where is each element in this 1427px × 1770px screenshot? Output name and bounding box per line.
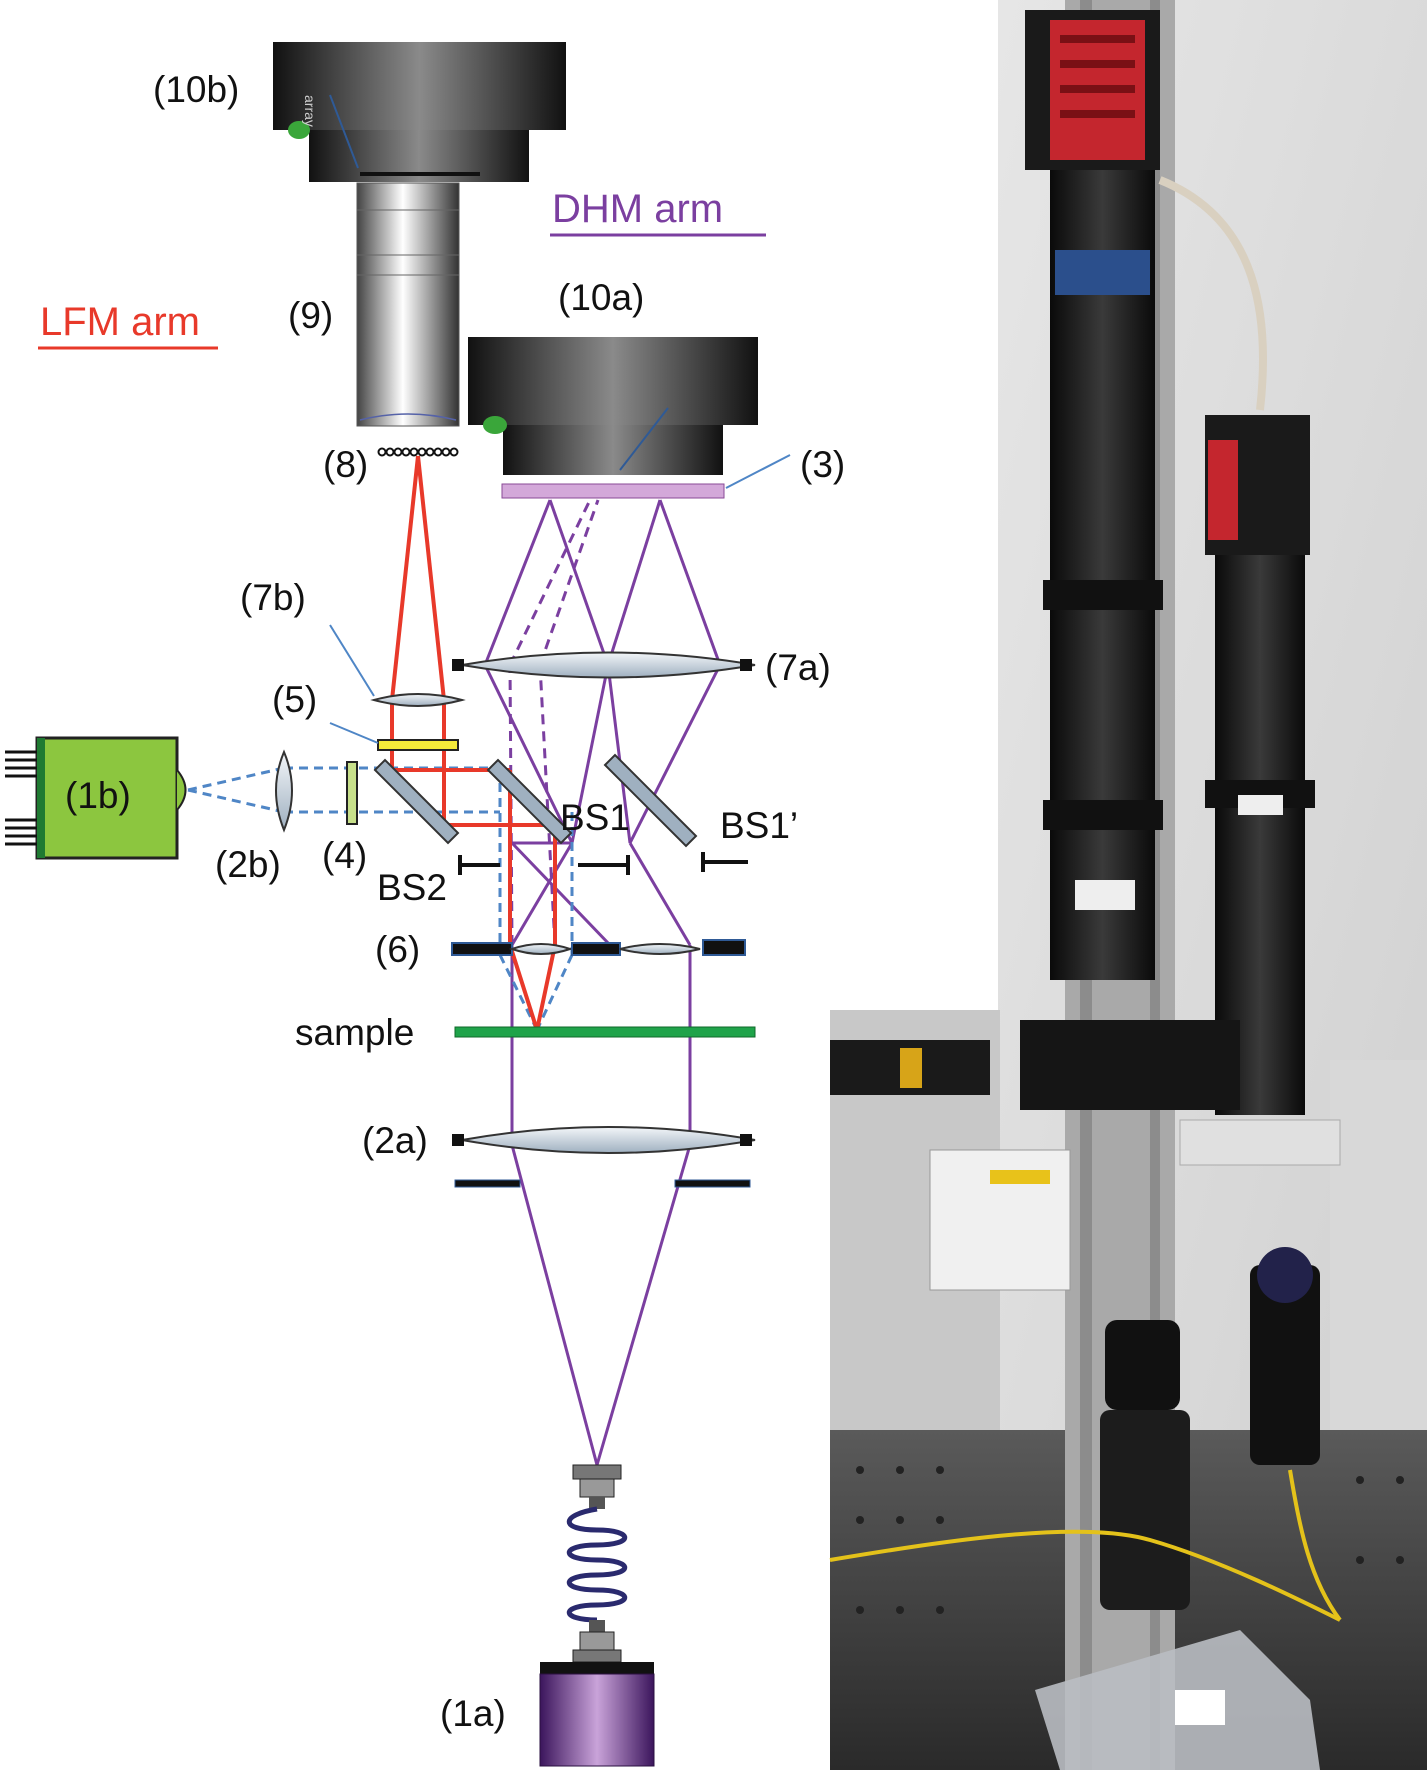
label-bs1-prime: BS1’ (720, 805, 798, 846)
beamsplitter-bs2 (373, 758, 460, 845)
lens-2b (275, 749, 293, 833)
label-bs2: BS2 (377, 867, 447, 908)
array-label: array (302, 95, 318, 127)
label-8: (8) (323, 444, 368, 485)
beamsplitter-bs1 (486, 758, 573, 845)
label-6: (6) (375, 929, 420, 970)
dhm-beam (483, 499, 722, 1466)
label-1b: (1b) (65, 775, 131, 816)
label-3: (3) (800, 444, 845, 485)
camera-10b: array (273, 42, 566, 182)
label-1a: (1a) (440, 1693, 506, 1734)
lens-7a (452, 651, 756, 679)
label-9: (9) (288, 295, 333, 336)
lens-7b (370, 693, 466, 707)
label-7a: (7a) (765, 647, 831, 688)
lfm-beam (390, 455, 557, 1031)
camera-10a-indicator-icon (483, 416, 507, 434)
fiber-coil (566, 1506, 628, 1623)
label-10b: (10b) (153, 69, 239, 110)
filter-3 (501, 483, 725, 499)
filter-5 (377, 739, 459, 751)
dhm-arm-label: DHM arm (552, 187, 723, 231)
sample-slide (454, 1026, 756, 1038)
label-2b: (2b) (215, 844, 281, 885)
led-1b (5, 736, 187, 860)
label-sample: sample (295, 1012, 414, 1053)
photo-condenser (1250, 1265, 1320, 1465)
lfm-arm-label: LFM arm (40, 300, 200, 344)
tube-lens-9 (356, 182, 460, 427)
camera-10a (468, 337, 758, 475)
iris-left (454, 1179, 521, 1188)
camera-10b-indicator-icon (288, 121, 310, 139)
setup-photo (829, 0, 1427, 1770)
label-10a: (10a) (558, 277, 644, 318)
filter-4 (346, 761, 358, 825)
fiber-coupler (572, 1464, 622, 1509)
photo-sample-stage (1179, 1119, 1341, 1166)
beamsplitter-bs1-prime (603, 753, 698, 848)
fiber-connector-bottom (572, 1620, 622, 1663)
label-5: (5) (272, 679, 317, 720)
objectives-6 (451, 939, 746, 956)
label-bs1: BS1 (560, 797, 630, 838)
iris-right (674, 1179, 751, 1188)
photo-lfm-tube (1050, 170, 1155, 980)
laser-1a (539, 1662, 655, 1767)
condenser-lens-2a (452, 1126, 756, 1154)
label-2a: (2a) (362, 1120, 428, 1161)
lenslet-array-8 (377, 447, 459, 457)
label-4: (4) (322, 835, 367, 876)
label-7b: (7b) (240, 577, 306, 618)
